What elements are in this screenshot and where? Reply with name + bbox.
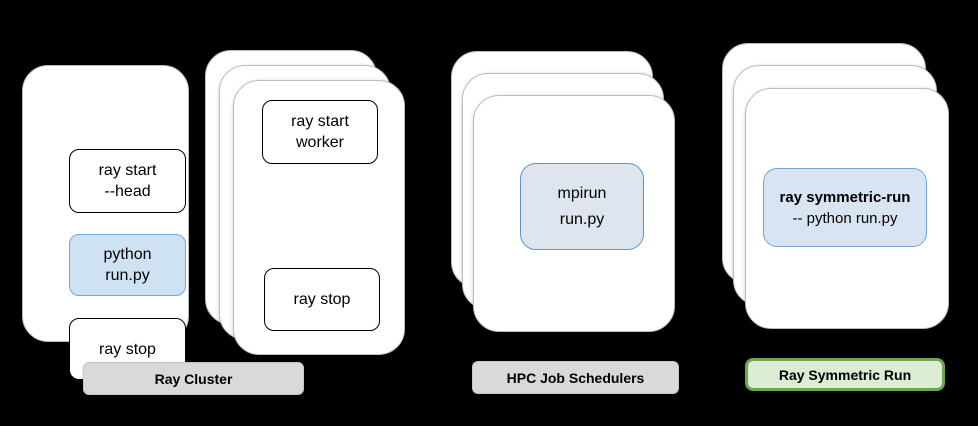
command-line: ray stop (99, 340, 156, 358)
command-line: run.py (559, 210, 605, 228)
ray-cluster-label: Ray Cluster (83, 362, 304, 395)
hpc-job-schedulers-label: HPC Job Schedulers (472, 361, 679, 394)
ray-stop-box: ray stop (264, 268, 380, 331)
ray-symmetric-run-box: ray symmetric-run -- python run.py (763, 168, 927, 247)
ray-start-worker-box: ray start worker (262, 100, 378, 164)
mpirun-box: mpirun run.py (520, 163, 644, 250)
command-line: python (103, 246, 152, 263)
command-line-bold: ray symmetric-run (779, 188, 911, 206)
command-line: run.py (105, 267, 150, 284)
head-node-card: ray start --head python run.py ray stop (22, 65, 189, 380)
command-line: ray start (291, 113, 349, 130)
ray-start-head-box: ray start --head (69, 149, 186, 213)
command-line: worker (295, 134, 344, 151)
command-line: ray stop (293, 291, 351, 308)
python-run-box: python run.py (69, 234, 186, 296)
command-line: --head (104, 183, 151, 200)
command-line: -- python run.py (792, 209, 898, 227)
ray-symmetric-run-label: Ray Symmetric Run (745, 358, 945, 391)
command-line: mpirun (557, 184, 607, 202)
command-line: ray start (98, 162, 157, 179)
